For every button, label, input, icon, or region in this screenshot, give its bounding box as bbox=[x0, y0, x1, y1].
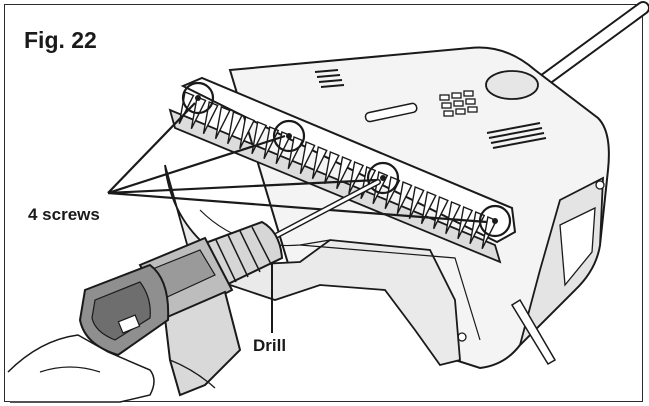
figure-title: Fig. 22 bbox=[24, 27, 97, 53]
scraper-tooth bbox=[432, 196, 449, 230]
scraper-tooth bbox=[457, 206, 474, 240]
motor-housing bbox=[228, 46, 610, 370]
screw-callout-2 bbox=[272, 119, 306, 153]
scraper-tooth bbox=[311, 146, 328, 180]
top-vent-left bbox=[314, 69, 345, 88]
screw-callout-1 bbox=[181, 81, 215, 115]
screw-heads bbox=[195, 95, 498, 224]
scraper-tooth bbox=[396, 181, 413, 215]
scraper-tooth bbox=[323, 151, 340, 185]
scraper-tooth bbox=[227, 111, 243, 145]
drill-bit bbox=[265, 179, 381, 243]
scraper-tooth bbox=[408, 186, 425, 220]
scraper-tooth bbox=[239, 116, 256, 150]
vent-grid bbox=[439, 90, 478, 117]
scraper-tooth bbox=[214, 106, 231, 140]
scraper-tooth bbox=[287, 136, 304, 170]
screw-callout-4 bbox=[478, 204, 512, 238]
screw-pointer-lines bbox=[107, 102, 488, 224]
scraper-tooth bbox=[202, 101, 219, 135]
screws-label: 4 screws bbox=[28, 205, 100, 224]
top-vent-right bbox=[486, 122, 547, 149]
screw-callouts bbox=[181, 81, 512, 238]
drill-label: Drill bbox=[253, 336, 287, 355]
scraper-tooth bbox=[299, 141, 316, 175]
scraper-tooth bbox=[420, 191, 437, 225]
scraper-tooth bbox=[348, 161, 365, 195]
screw-callout-3 bbox=[366, 161, 400, 195]
drill-body bbox=[7, 220, 284, 403]
